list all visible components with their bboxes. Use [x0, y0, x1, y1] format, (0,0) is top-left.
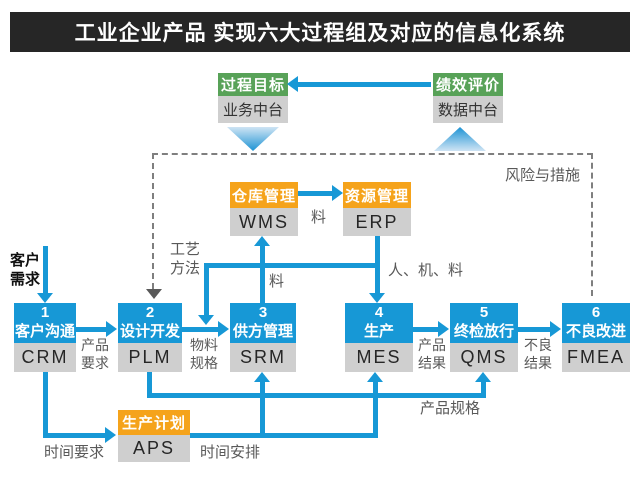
- arrow-down-icon: [37, 293, 53, 303]
- process-box-5: 5 终检放行: [450, 303, 518, 343]
- process-name: 供方管理: [232, 323, 293, 340]
- arrow-right-icon: [332, 185, 343, 201]
- material-label-wms-erp: 料: [311, 209, 327, 226]
- flow-up-arrow-icon: [434, 127, 486, 151]
- line-erp-to-mes: [375, 236, 380, 294]
- arrow-right-icon: [105, 427, 116, 443]
- arrow-down-icon: [369, 293, 385, 303]
- process-num: 2: [145, 304, 155, 322]
- process-box-2: 2 设计开发: [118, 303, 182, 343]
- fmea-box: FMEA: [562, 343, 630, 372]
- product-spec-label: 产品规格: [420, 400, 481, 417]
- line-schedule-to-mes: [373, 381, 378, 438]
- arrow-wms-to-erp-line: [298, 191, 332, 196]
- risk-frame-right: [591, 153, 593, 296]
- process-name: 生产: [363, 323, 394, 340]
- process-num: 6: [591, 304, 601, 322]
- arrow-left-icon: [287, 76, 298, 92]
- process-name: 终检放行: [453, 323, 514, 340]
- arrow-right-icon: [106, 321, 117, 337]
- process-name: 不良改进: [565, 323, 626, 340]
- arrow-perf-to-goal-line: [297, 82, 431, 87]
- line-erp-branch-left: [204, 263, 377, 268]
- arrow-up-icon: [475, 372, 491, 382]
- process-box-6: 6 不良改进: [562, 303, 630, 343]
- aps-box: APS: [118, 435, 190, 462]
- business-mid-platform-box: 业务中台: [218, 96, 288, 123]
- plm-box: PLM: [118, 343, 182, 372]
- line-crm-to-aps: [43, 433, 105, 438]
- risk-frame-top: [152, 153, 593, 155]
- process-num: 1: [40, 304, 50, 322]
- wms-box: WMS: [230, 208, 298, 236]
- product-result-label: 产品结果: [418, 337, 446, 371]
- line-demand-to-crm: [43, 246, 48, 294]
- line-aps-schedule: [190, 433, 378, 438]
- line-branch-to-srm-input: [204, 263, 209, 316]
- resource-mgmt-box: 资源管理: [343, 182, 411, 208]
- material-label-srm-wms: 料: [269, 273, 285, 290]
- defect-result-label: 不良结果: [524, 337, 552, 371]
- arrow-right-icon: [218, 321, 229, 337]
- line-schedule-to-srm: [260, 381, 265, 438]
- arrow-1-2-line: [76, 327, 106, 332]
- process-num: 5: [479, 304, 489, 322]
- performance-eval-box: 绩效评价: [433, 73, 503, 96]
- mes-box: MES: [345, 343, 413, 372]
- man-machine-material-label: 人、机、料: [388, 262, 464, 279]
- process-num: 4: [374, 304, 384, 322]
- dashed-arrow-down-icon: [146, 289, 162, 299]
- craft-method-label: 工艺方法: [170, 241, 201, 277]
- process-name: 设计开发: [119, 323, 180, 340]
- process-box-1: 1 客户沟通: [14, 303, 76, 343]
- arrow-up-icon: [367, 372, 383, 382]
- warehouse-mgmt-box: 仓库管理: [230, 182, 298, 208]
- arrow-right-icon: [438, 321, 449, 337]
- arrow-4-5-line: [413, 327, 439, 332]
- time-requirement-label: 时间要求: [44, 444, 105, 461]
- process-goal-box: 过程目标: [218, 73, 288, 96]
- time-arrangement-label: 时间安排: [200, 444, 261, 461]
- arrow-5-6-line: [518, 327, 550, 332]
- data-mid-platform-box: 数据中台: [433, 96, 503, 123]
- line-srm-to-wms: [260, 244, 265, 303]
- arrow-down-icon: [198, 315, 214, 325]
- qms-box: QMS: [450, 343, 518, 372]
- risk-label: 风险与措施: [504, 167, 580, 184]
- page-title: 工业企业产品 实现六大过程组及对应的信息化系统: [10, 12, 630, 52]
- material-spec-label: 物料规格: [190, 337, 218, 371]
- production-plan-box: 生产计划: [118, 410, 190, 435]
- process-box-3: 3 供方管理: [230, 303, 296, 343]
- process-box-4: 4 生产: [345, 303, 413, 343]
- arrow-up-icon: [254, 236, 270, 246]
- arrow-2-3-line: [182, 327, 218, 332]
- arrow-up-icon: [254, 372, 270, 382]
- srm-box: SRM: [230, 343, 296, 372]
- flow-down-arrow-icon: [227, 127, 279, 151]
- erp-box: ERP: [343, 208, 411, 236]
- line-spec-to-qms: [481, 381, 486, 398]
- line-crm-down: [43, 372, 48, 438]
- process-num: 3: [258, 304, 268, 322]
- crm-box: CRM: [14, 343, 76, 372]
- customer-demand-label: 客户需求: [10, 252, 41, 288]
- line-product-spec: [147, 393, 486, 398]
- risk-frame-left: [152, 153, 154, 289]
- arrow-right-icon: [550, 321, 561, 337]
- process-name: 客户沟通: [14, 323, 75, 340]
- product-requirement-label: 产品要求: [81, 337, 109, 371]
- line-plm-down: [147, 372, 152, 398]
